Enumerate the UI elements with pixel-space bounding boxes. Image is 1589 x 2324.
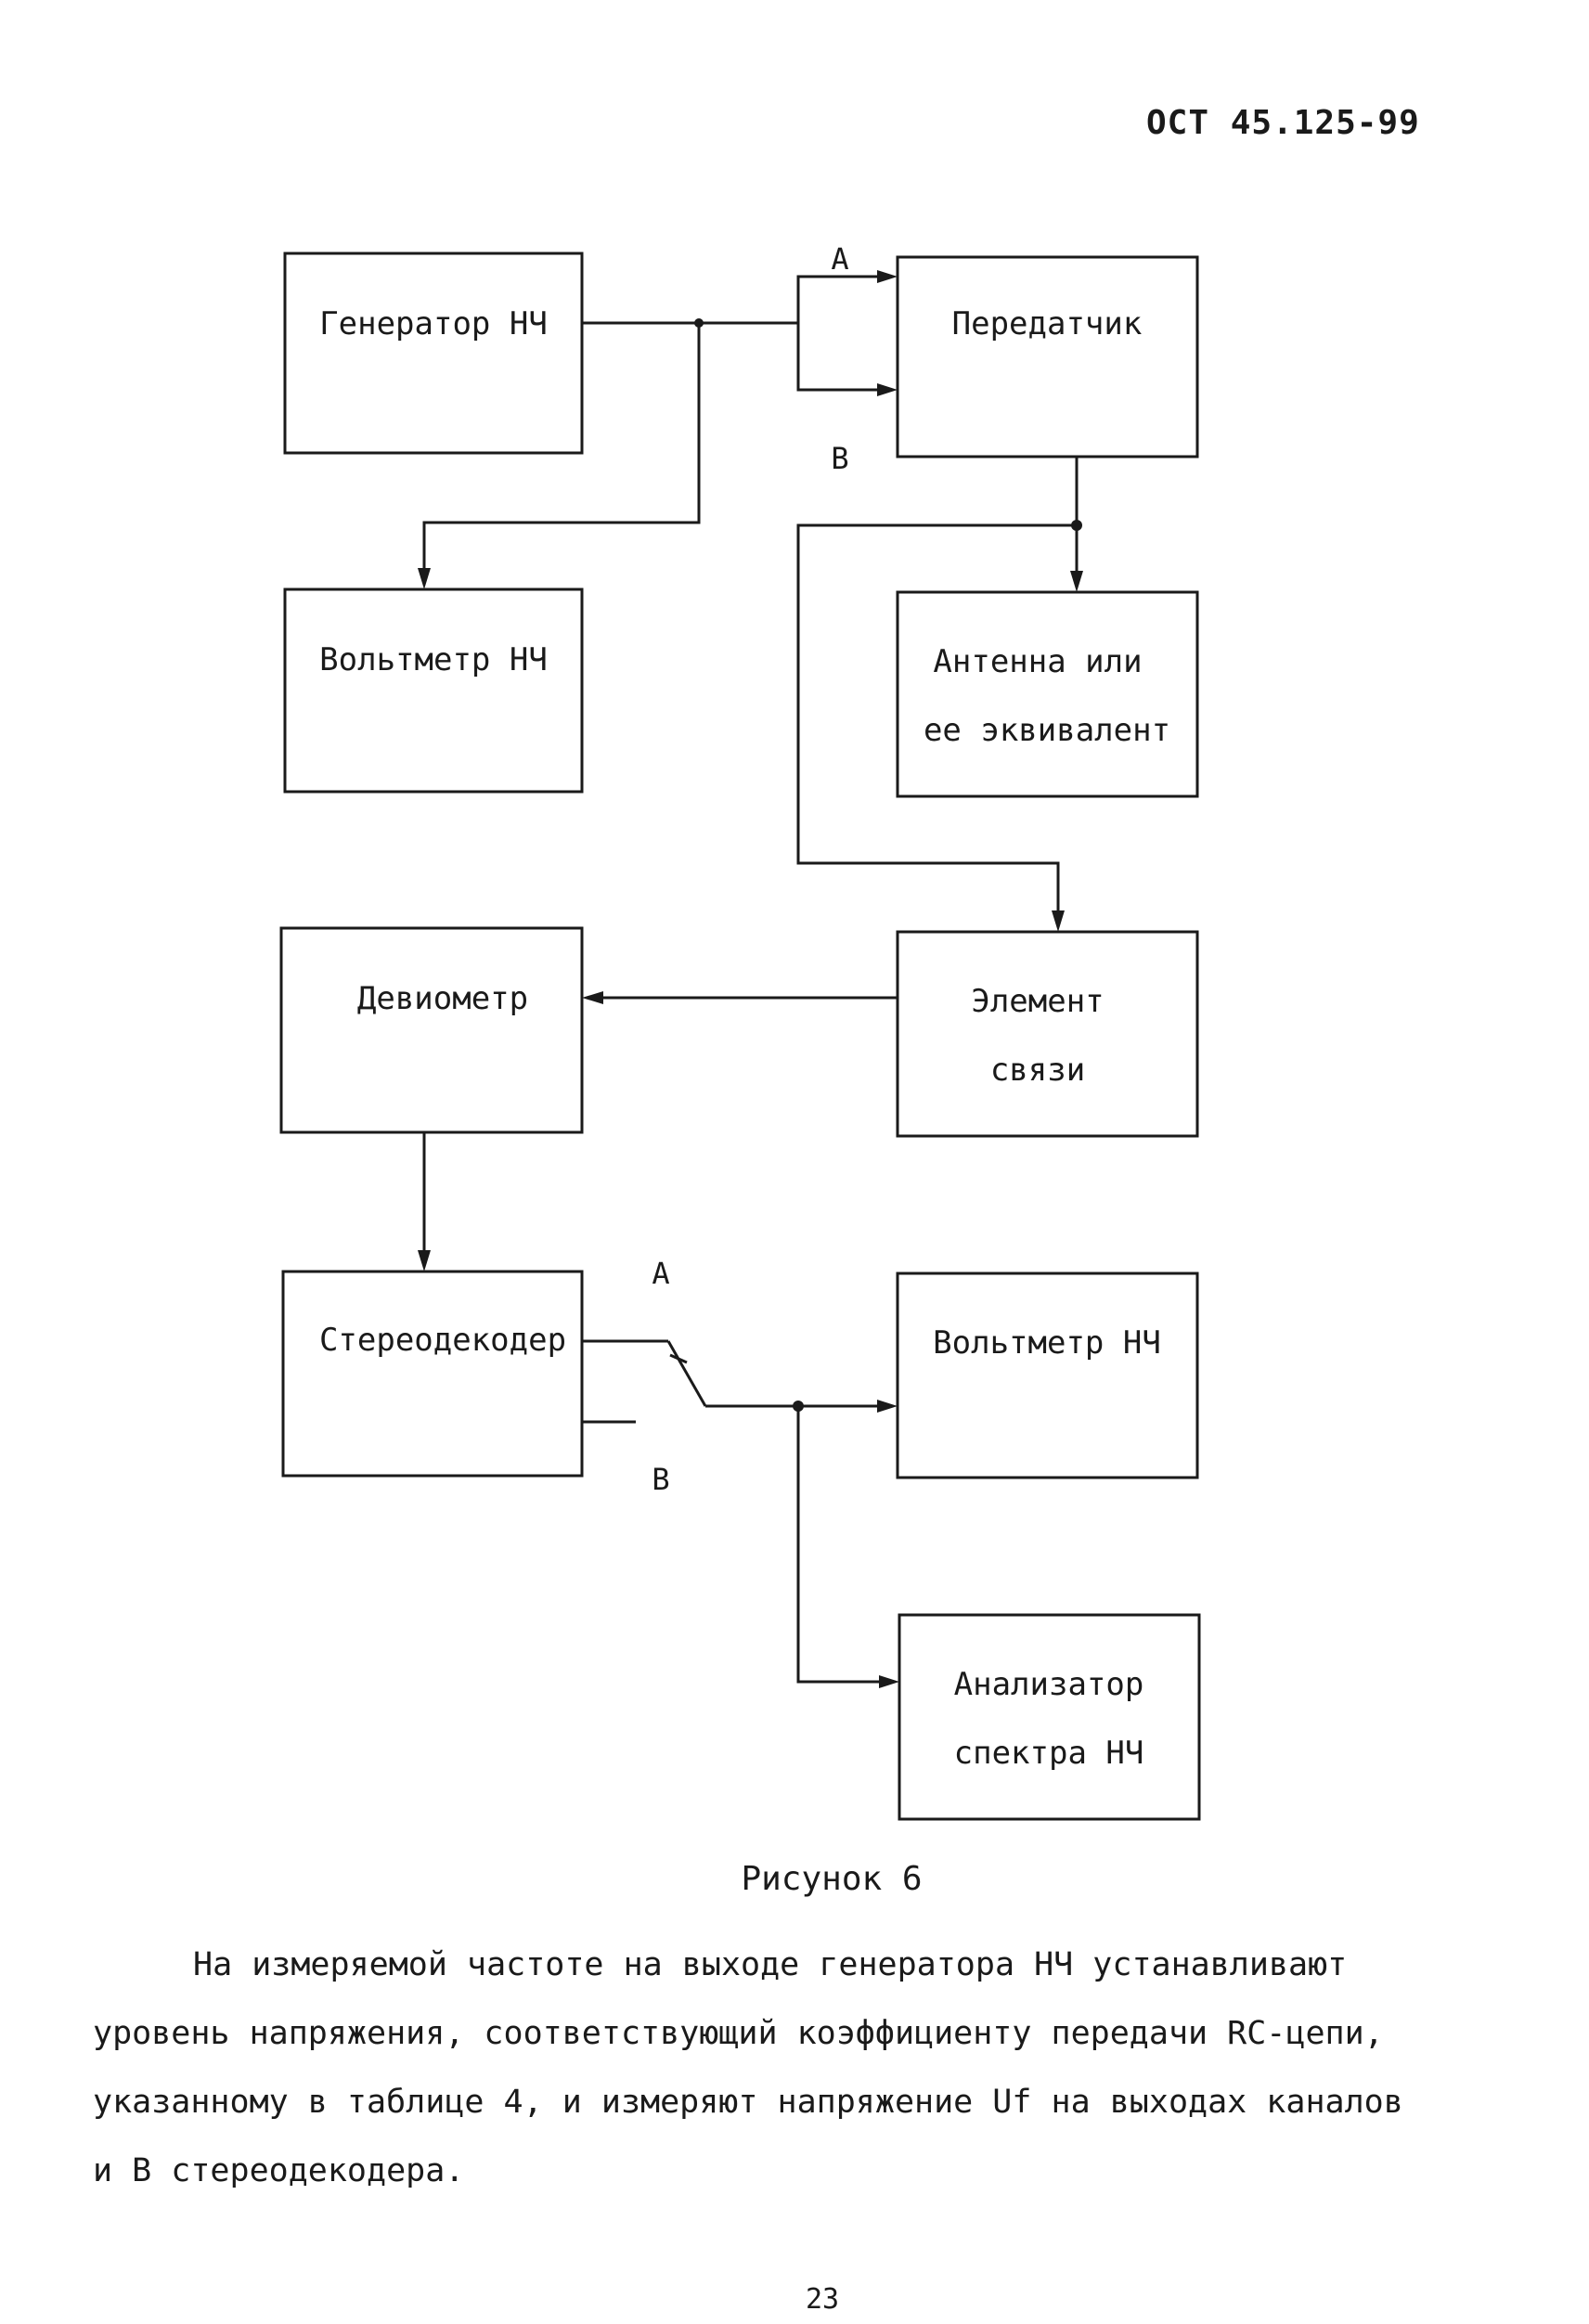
figure-caption: Рисунок 6	[741, 1860, 923, 1898]
block-coupling-element: Элемент связи	[896, 930, 1199, 1138]
block-coupling-label-1: Элемент	[971, 983, 1104, 1020]
block-voltmeter-1: Вольтметр НЧ	[283, 587, 584, 794]
label-switch-a-bottom: А	[652, 1256, 669, 1291]
block-transmitter: Передатчик	[896, 255, 1199, 458]
paragraph-line: и В стереодекодера.	[93, 2152, 465, 2189]
block-antenna-label-2: ее эквивалент	[924, 712, 1170, 749]
paragraph-line: указанному в таблице 4, и измеряют напря…	[93, 2084, 1403, 2121]
label-switch-b-top: В	[831, 441, 848, 476]
block-transmitter-label: Передатчик	[952, 305, 1143, 342]
block-antenna-label-1: Антенна или	[933, 643, 1142, 680]
block-coupling-label-2: связи	[990, 1052, 1085, 1089]
block-diagram: Генератор НЧ Передатчик Вольтметр НЧ Ант…	[279, 241, 1201, 1821]
arrowheads	[418, 270, 1083, 1688]
paragraph-line: уровень напряжения, соответствующий коэф…	[93, 2015, 1384, 2052]
label-switch-a-top: А	[831, 241, 848, 277]
block-voltmeter-2: Вольтметр НЧ	[896, 1272, 1199, 1479]
block-voltmeter-1-label: Вольтметр НЧ	[319, 641, 548, 678]
block-spectrum-analyzer: Анализатор спектра НЧ	[898, 1613, 1201, 1821]
label-switch-b-bottom: В	[652, 1462, 669, 1497]
body-paragraph: На измеряемой частоте на выходе генерато…	[93, 1930, 1448, 2205]
block-antenna: Антенна или ее эквивалент	[896, 590, 1199, 798]
block-analyzer-label-1: Анализатор	[954, 1666, 1144, 1703]
block-analyzer-label-2: спектра НЧ	[954, 1735, 1144, 1772]
block-stereodecoder-label: Стереодекодер	[319, 1322, 566, 1359]
junction-dots	[694, 318, 1082, 1412]
block-voltmeter-2-label: Вольтметр НЧ	[933, 1324, 1161, 1362]
block-stereodecoder: Стереодекодер	[281, 1270, 584, 1478]
block-deviometer: Девиометр	[279, 926, 584, 1134]
block-generator: Генератор НЧ	[283, 252, 584, 455]
connection-lines	[422, 275, 1079, 1684]
block-deviometer-label: Девиометр	[357, 980, 528, 1017]
block-generator-label: Генератор НЧ	[319, 305, 548, 342]
paragraph-line: На измеряемой частоте на выходе генерато…	[193, 1946, 1348, 1983]
page-number: 23	[805, 2283, 840, 2316]
document-code: ОСТ 45.125-99	[1146, 104, 1420, 142]
